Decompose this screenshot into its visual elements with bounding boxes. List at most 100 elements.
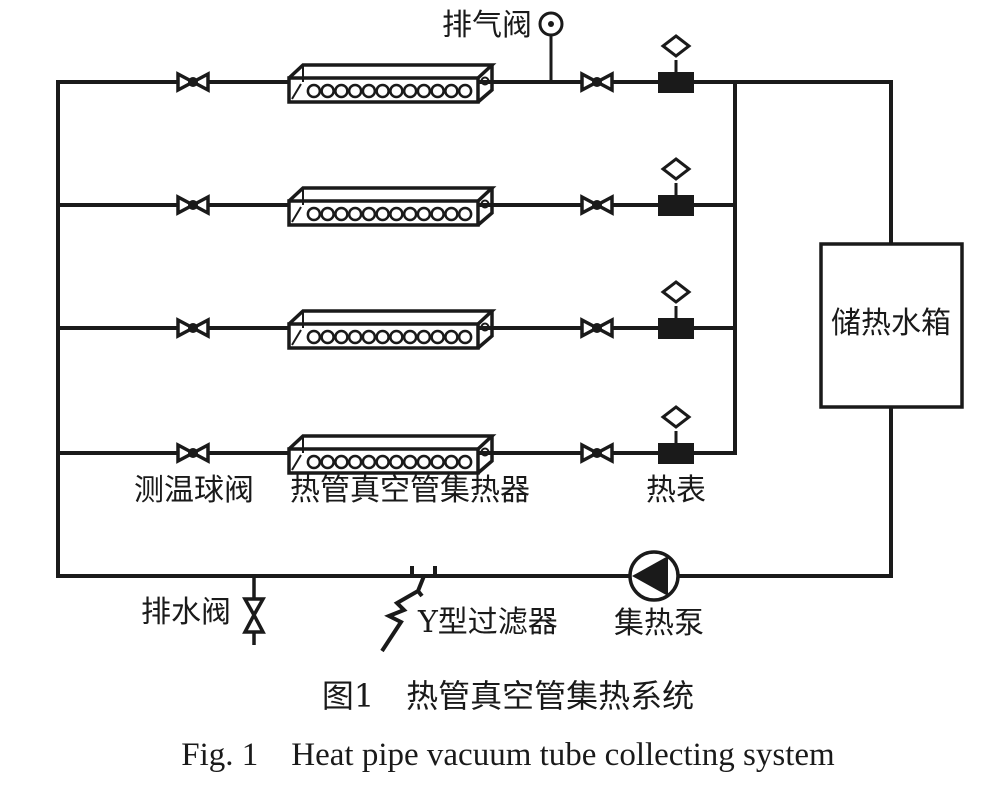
vacuum-tube [389,329,404,345]
collector-outlet-port [480,447,490,457]
vacuum-tube [457,329,473,345]
valve-left-triangle [176,194,197,216]
vacuum-tube [457,206,473,222]
vacuum-tube [375,329,390,345]
collector-top-face [287,63,497,80]
collector-inlet-port [291,83,302,100]
collector-outlet-port [480,199,490,209]
y-strainer-label: Y型过滤器 [417,605,558,640]
temperature-ball-valve[interactable] [176,442,210,464]
vacuum-tube [375,206,390,222]
pump-direction-arrow [632,556,668,596]
collector-side-face [476,188,494,227]
figure-caption-cn: 图1 热管真空管集热系统 [322,677,694,715]
heat-meter-sensor-diamond [660,157,692,181]
outlet-ball-valve[interactable] [580,317,614,339]
vacuum-tube [389,83,404,99]
valve-left-triangle [580,317,601,339]
heat-meter-sensor-diamond [660,34,692,58]
temp-ball-valve-label: 测温球阀 [134,473,254,508]
collector-pump[interactable] [628,550,680,602]
valve-right-triangle [189,194,210,216]
valve-ball [188,77,198,87]
y-strainer[interactable] [380,566,437,653]
collector-outlet-port [480,76,490,86]
valve-ball [188,200,198,210]
heat-meter-body [658,72,694,93]
outlet-ball-valve[interactable] [580,442,614,464]
collector-outlet-port [480,322,490,332]
vacuum-tube [361,206,377,222]
outlet-ball-valve[interactable] [580,194,614,216]
valve-left-triangle [176,442,197,464]
vacuum-tube [306,83,322,99]
heat-meter-sensor-diamond [660,405,692,429]
vacuum-tube [444,329,459,345]
vacuum-tube [320,206,335,222]
valve-left-triangle [580,194,601,216]
vacuum-tube [347,206,363,222]
valve-ball [592,323,602,333]
temperature-ball-valve[interactable] [176,71,210,93]
heat-pipe-vacuum-tube-collector[interactable] [287,186,497,227]
vacuum-tube [389,206,404,222]
heat-meter[interactable] [658,34,694,93]
vacuum-tube [306,329,322,345]
valve-ball [592,77,602,87]
vacuum-tube [430,329,445,345]
collector-top-face [287,186,497,203]
valve-left-triangle [176,71,197,93]
vacuum-tube [306,206,322,222]
vacuum-tube [402,329,418,345]
heat-pipe-vacuum-tube-collector[interactable] [287,309,497,350]
vacuum-tube [416,83,432,99]
collector-side-face [476,65,494,104]
branch-2 [58,157,735,227]
vacuum-tube [389,454,404,470]
valve-right-triangle [593,194,614,216]
valve-right-triangle [189,71,210,93]
collector-branches [58,34,735,475]
branch-1 [58,34,735,104]
air-vent-valve-label: 排气阀 [442,8,532,43]
vacuum-tube [361,83,377,99]
valve-ball [188,448,198,458]
temperature-ball-valve[interactable] [176,317,210,339]
heat-meter-body [658,443,694,464]
vacuum-tube [402,454,418,470]
valve-left-triangle [580,442,601,464]
vacuum-tube [306,454,322,470]
vacuum-tube [430,454,445,470]
vacuum-tube [320,454,335,470]
outlet-ball-valve[interactable] [580,71,614,93]
vacuum-tube [320,83,335,99]
collector-side-face [476,436,494,475]
heat-meter[interactable] [658,157,694,216]
heat-pipe-vacuum-tube-collector[interactable] [287,434,497,475]
vacuum-tube [430,206,445,222]
branch-3 [58,280,735,350]
vacuum-tube [320,329,335,345]
figure-caption-en: Fig. 1 Heat pipe vacuum tube collecting … [181,737,835,773]
vacuum-tube [347,83,363,99]
valve-ball [592,448,602,458]
heat-meter[interactable] [658,280,694,339]
vacuum-tube [375,83,390,99]
drain-valve[interactable] [242,576,266,645]
vacuum-tube [416,206,432,222]
collector-side-face [476,311,494,350]
vacuum-tube [402,83,418,99]
storage-tank[interactable] [819,242,964,409]
vacuum-tube [444,206,459,222]
air-vent-valve[interactable] [538,11,564,82]
temperature-ball-valve[interactable] [176,194,210,216]
vacuum-tube [416,329,432,345]
heat-meter[interactable] [658,405,694,464]
heat-pipe-vacuum-tube-collector[interactable] [287,63,497,104]
vacuum-tube [361,454,377,470]
valve-right-triangle [189,317,210,339]
valve-left-triangle [176,317,197,339]
vacuum-tube [361,329,377,345]
heat-meter-body [658,195,694,216]
collector-inlet-port [291,454,302,471]
